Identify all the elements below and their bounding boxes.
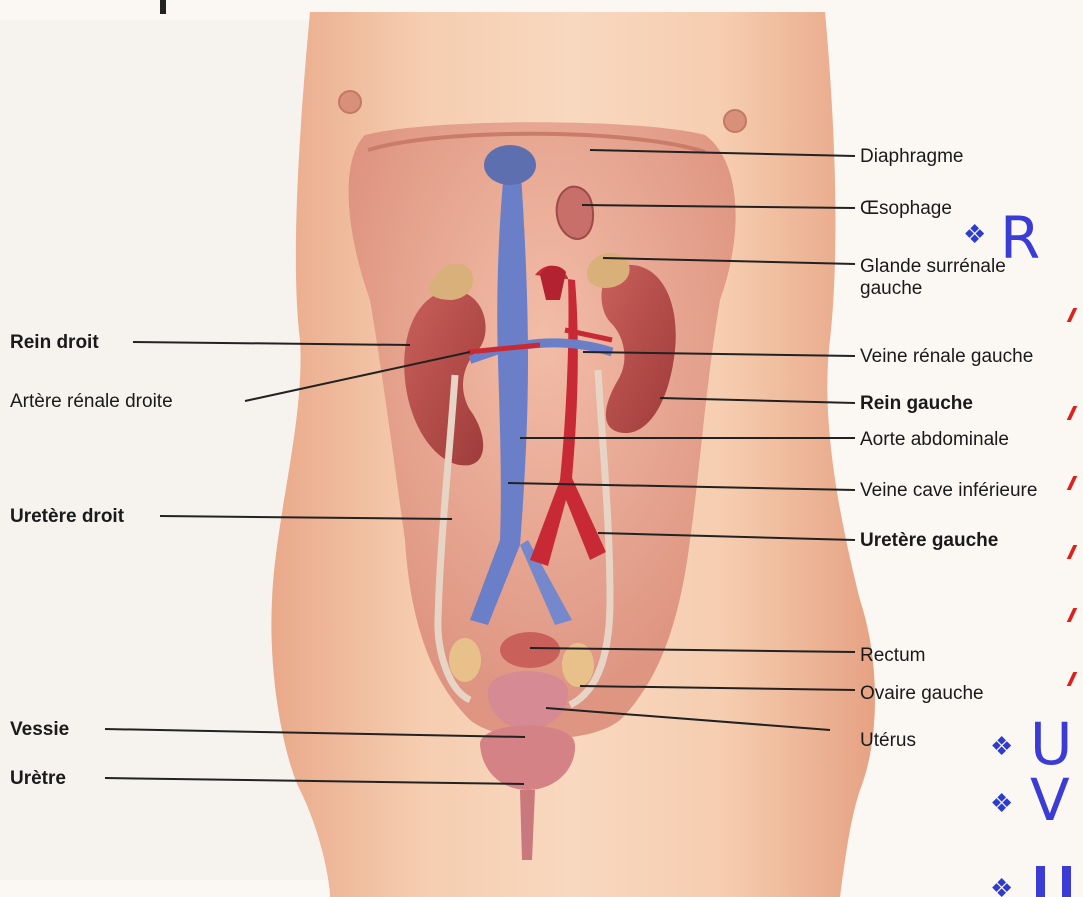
nipple-left xyxy=(724,110,746,132)
label-rectum: Rectum xyxy=(860,646,925,666)
bullet-icon: ❖ xyxy=(990,790,1013,816)
slide-fragment-bar xyxy=(1062,866,1071,897)
label-vessie: Vessie xyxy=(10,720,69,740)
nipple-right xyxy=(339,91,361,113)
bullet-icon: ❖ xyxy=(963,221,986,247)
oesophagus xyxy=(557,187,593,239)
label-aorte-abdominale: Aorte abdominale xyxy=(860,430,1009,450)
ivc-top xyxy=(484,145,536,185)
label-rein-gauche: Rein gauche xyxy=(860,394,973,414)
slide-heading-u: U xyxy=(1030,714,1072,774)
bullet-icon: ❖ xyxy=(990,733,1013,759)
label-veine-cave-inferieure: Veine cave inférieure xyxy=(860,481,1037,501)
label-uterus: Utérus xyxy=(860,731,916,751)
scan-overlay xyxy=(0,20,330,880)
rectum-shape xyxy=(500,632,560,668)
label-veine-renale-gauche: Veine rénale gauche xyxy=(860,347,1033,367)
label-uretere-gauche: Uretère gauche xyxy=(860,531,998,551)
label-oesophage: Œsophage xyxy=(860,199,952,219)
slide-corner-mark xyxy=(160,0,166,14)
label-glande-surrenale: Glande surrénale gauche xyxy=(860,256,1010,300)
slide-fragment-bar xyxy=(1036,866,1045,897)
slide-heading-v: V xyxy=(1030,770,1070,830)
bullet-icon: ❖ xyxy=(990,875,1013,897)
label-uretere-droit: Uretère droit xyxy=(10,507,124,527)
slide-heading-r: R xyxy=(1000,208,1040,268)
label-diaphragme: Diaphragme xyxy=(860,147,964,167)
label-uretre: Urètre xyxy=(10,769,66,789)
label-artere-renale-droite: Artère rénale droite xyxy=(10,392,173,412)
label-rein-droit: Rein droit xyxy=(10,333,99,353)
ovary-right xyxy=(449,638,481,682)
label-ovaire-gauche: Ovaire gauche xyxy=(860,684,984,704)
